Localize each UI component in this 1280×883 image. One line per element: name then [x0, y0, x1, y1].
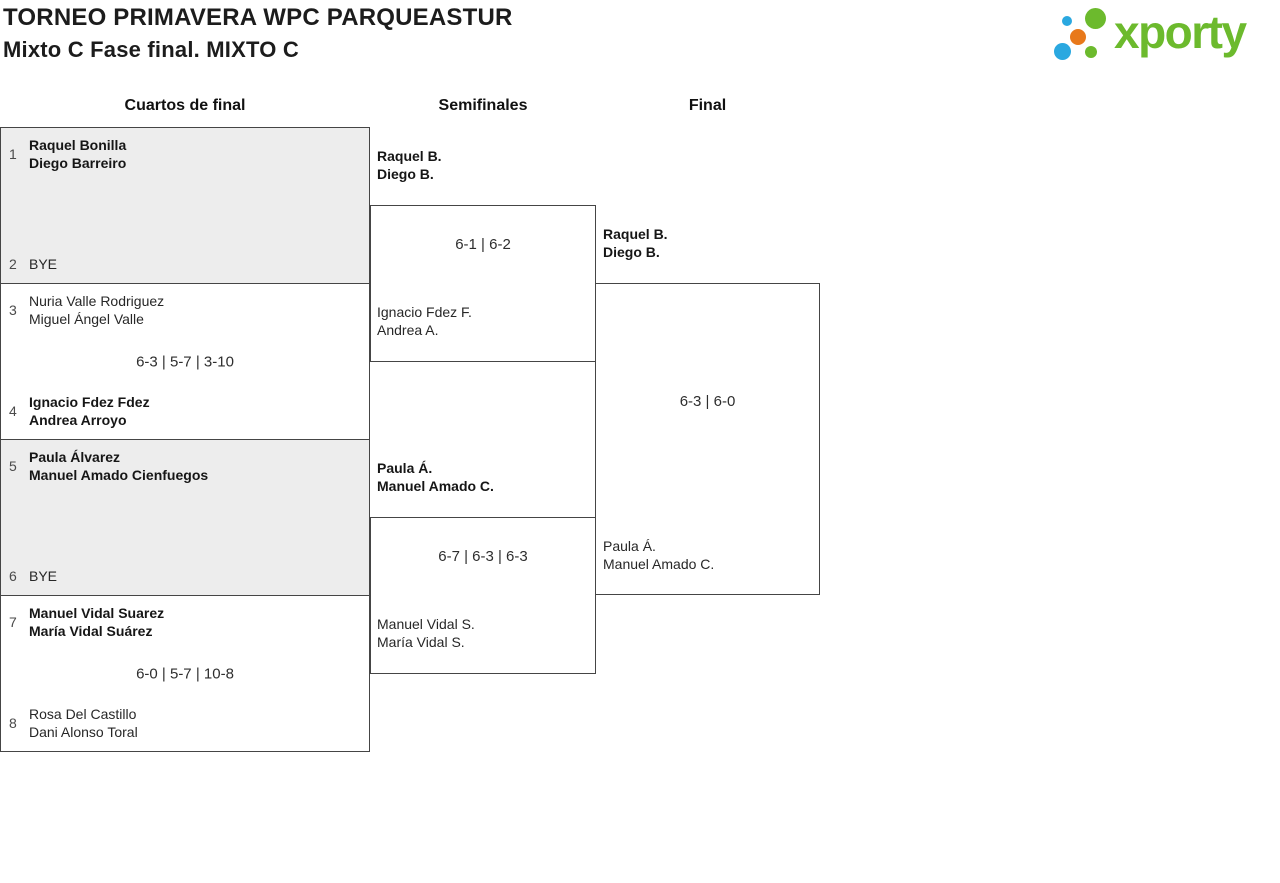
player-name: Andrea A. [377, 322, 439, 338]
seed-number: 2 [9, 256, 17, 272]
qf-match-3: 5 Paula Álvarez Manuel Amado Cienfuegos … [0, 439, 370, 596]
seed-number: 8 [9, 715, 17, 731]
player-name: Manuel Amado C. [377, 478, 494, 494]
team-row: 3 Nuria Valle Rodriguez Miguel Ángel Val… [1, 292, 369, 328]
player-name: María Vidal S. [377, 634, 465, 650]
seed-number: 1 [9, 146, 17, 162]
final-bottom-team: Paula Á. Manuel Amado C. [603, 537, 714, 573]
sf-match-2-box [370, 517, 596, 674]
team-row: 2 BYE [1, 255, 369, 273]
sf2-score: 6-7 | 6-3 | 6-3 [438, 548, 528, 565]
seed-number: 4 [9, 403, 17, 419]
player-name: Manuel Amado Cienfuegos [29, 467, 209, 483]
team-names: BYE [29, 567, 57, 585]
player-name: Raquel Bonilla [29, 137, 127, 153]
player-name: Nuria Valle Rodriguez [29, 293, 165, 309]
logo-dot-blue-large-icon [1054, 43, 1071, 60]
team-row: 8 Rosa Del Castillo Dani Alonso Toral [1, 705, 369, 741]
round-header-final: Final [688, 97, 727, 114]
player-name: Paula Álvarez [29, 449, 121, 465]
quarterfinals-column: 1 Raquel Bonilla Diego Barreiro 2 BYE 3 … [0, 127, 370, 752]
round-header-quarterfinals: Cuartos de final [124, 97, 246, 114]
qf-match-4: 7 Manuel Vidal Suarez María Vidal Suárez… [0, 595, 370, 752]
player-name: Ignacio Fdez Fdez [29, 394, 150, 410]
player-name: BYE [29, 256, 58, 272]
seed-number: 5 [9, 458, 17, 474]
sf1-top-team: Raquel B. Diego B. [377, 147, 442, 183]
logo-wordmark: xporty [1114, 6, 1247, 58]
logo-dot-green-large-icon [1085, 8, 1106, 29]
player-name: Andrea Arroyo [29, 412, 127, 428]
team-names: Raquel Bonilla Diego Barreiro [29, 136, 126, 172]
team-row: 6 BYE [1, 567, 369, 585]
final-score: 6-3 | 6-0 [679, 393, 736, 410]
team-names: Paula Álvarez Manuel Amado Cienfuegos [29, 448, 208, 484]
player-name: BYE [29, 568, 58, 584]
match-score: 6-3 | 5-7 | 3-10 [136, 353, 234, 370]
logo-dot-orange-icon [1070, 29, 1086, 45]
qf-match-1: 1 Raquel Bonilla Diego Barreiro 2 BYE [0, 127, 370, 284]
page-title: TORNEO PRIMAVERA WPC PARQUEASTUR [3, 4, 513, 31]
team-row: 1 Raquel Bonilla Diego Barreiro [1, 136, 369, 172]
player-name: Paula Á. [603, 538, 656, 554]
player-name: Paula Á. [377, 460, 433, 476]
final-match-box [595, 283, 820, 595]
seed-number: 6 [9, 568, 17, 584]
player-name: Manuel Vidal S. [377, 616, 475, 632]
sf1-score: 6-1 | 6-2 [455, 236, 511, 253]
player-name: María Vidal Suárez [29, 623, 153, 639]
team-names: Manuel Vidal Suarez María Vidal Suárez [29, 604, 164, 640]
team-names: Nuria Valle Rodriguez Miguel Ángel Valle [29, 292, 164, 328]
sf2-top-team: Paula Á. Manuel Amado C. [377, 459, 494, 495]
team-names: BYE [29, 255, 57, 273]
team-row: 4 Ignacio Fdez Fdez Andrea Arroyo [1, 393, 369, 429]
logo-dot-green-small-icon [1085, 46, 1097, 58]
page-subtitle: Mixto C Fase final. MIXTO C [3, 37, 299, 62]
player-name: Dani Alonso Toral [29, 724, 138, 740]
player-name: Raquel B. [603, 226, 668, 242]
match-score: 6-0 | 5-7 | 10-8 [136, 665, 234, 682]
team-names: Ignacio Fdez Fdez Andrea Arroyo [29, 393, 150, 429]
player-name: Diego B. [377, 166, 434, 182]
player-name: Diego Barreiro [29, 155, 127, 171]
team-names: Rosa Del Castillo Dani Alonso Toral [29, 705, 138, 741]
player-name: Raquel B. [377, 148, 442, 164]
final-top-team: Raquel B. Diego B. [603, 225, 668, 261]
seed-number: 3 [9, 302, 17, 318]
player-name: Diego B. [603, 244, 660, 260]
team-row: 5 Paula Álvarez Manuel Amado Cienfuegos [1, 448, 369, 484]
player-name: Manuel Amado C. [603, 556, 715, 572]
player-name: Ignacio Fdez F. [377, 304, 472, 320]
xporty-logo[interactable]: xporty [1048, 0, 1280, 68]
team-row: 7 Manuel Vidal Suarez María Vidal Suárez [1, 604, 369, 640]
player-name: Manuel Vidal Suarez [29, 605, 165, 621]
qf-match-2: 3 Nuria Valle Rodriguez Miguel Ángel Val… [0, 283, 370, 440]
player-name: Miguel Ángel Valle [29, 311, 144, 327]
sf1-bottom-team: Ignacio Fdez F. Andrea A. [377, 303, 472, 339]
logo-dot-blue-small-icon [1062, 16, 1072, 26]
seed-number: 7 [9, 614, 17, 630]
round-header-semifinals: Semifinales [438, 97, 528, 114]
player-name: Rosa Del Castillo [29, 706, 137, 722]
sf2-bottom-team: Manuel Vidal S. María Vidal S. [377, 615, 475, 651]
